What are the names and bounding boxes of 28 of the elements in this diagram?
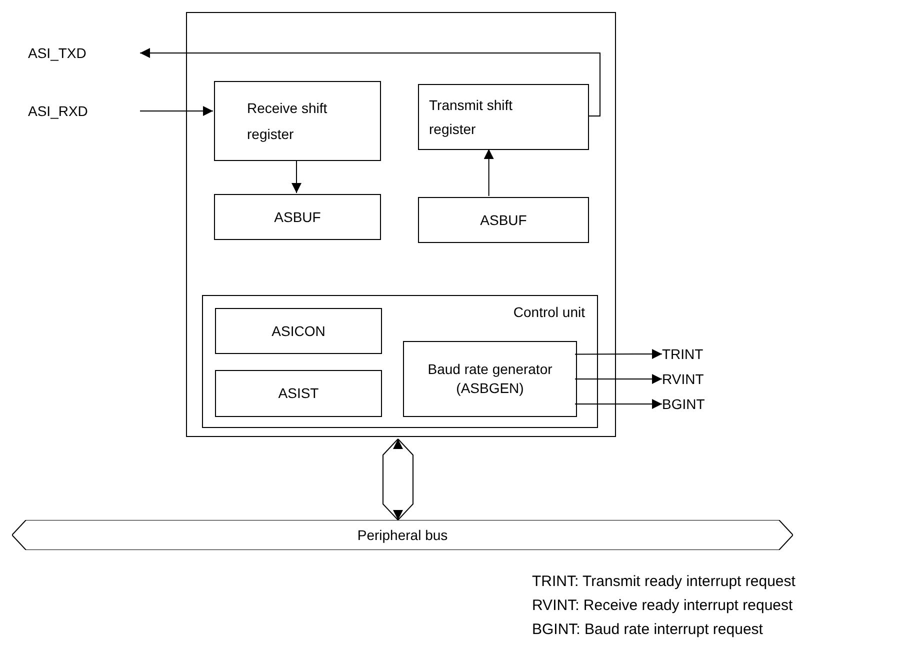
signal-name: ASI_TXD: [28, 43, 140, 63]
legend-note: TRINT: Transmit ready interrupt request: [532, 572, 796, 591]
register-box: Receive shift register: [214, 81, 381, 161]
box-label: Peripheral bus: [357, 526, 448, 545]
arrow: [574, 374, 662, 384]
legend-note: BGINT: Baud rate interrupt request: [532, 620, 764, 639]
signal-name: BGINT: [662, 395, 722, 413]
arrow: [484, 148, 494, 196]
signal-name: RVINT: [662, 370, 722, 388]
bus-band: [12, 520, 793, 550]
generator-box: Baud rate generator (ASBGEN): [403, 341, 577, 417]
block-frame: [186, 12, 616, 437]
control-unit-box: [202, 295, 598, 428]
signal-name: ASI_RXD: [28, 101, 140, 121]
register-box: Transmit shift register: [418, 84, 589, 150]
register-box: ASIST: [215, 370, 382, 417]
register-box: ASICON: [215, 308, 382, 354]
signal-name: TRINT: [662, 345, 722, 363]
bus-arrow: [382, 438, 414, 520]
arrow: [292, 160, 302, 194]
arrow: [574, 399, 662, 409]
arrow: [140, 48, 600, 116]
legend-note: RVINT: Receive ready interrupt request: [532, 596, 794, 615]
arrow: [140, 106, 214, 116]
buffer-box: ASBUF: [418, 197, 589, 243]
group-title: Control unit: [513, 303, 585, 322]
buffer-box: ASBUF: [214, 194, 381, 240]
arrow: [574, 349, 662, 360]
